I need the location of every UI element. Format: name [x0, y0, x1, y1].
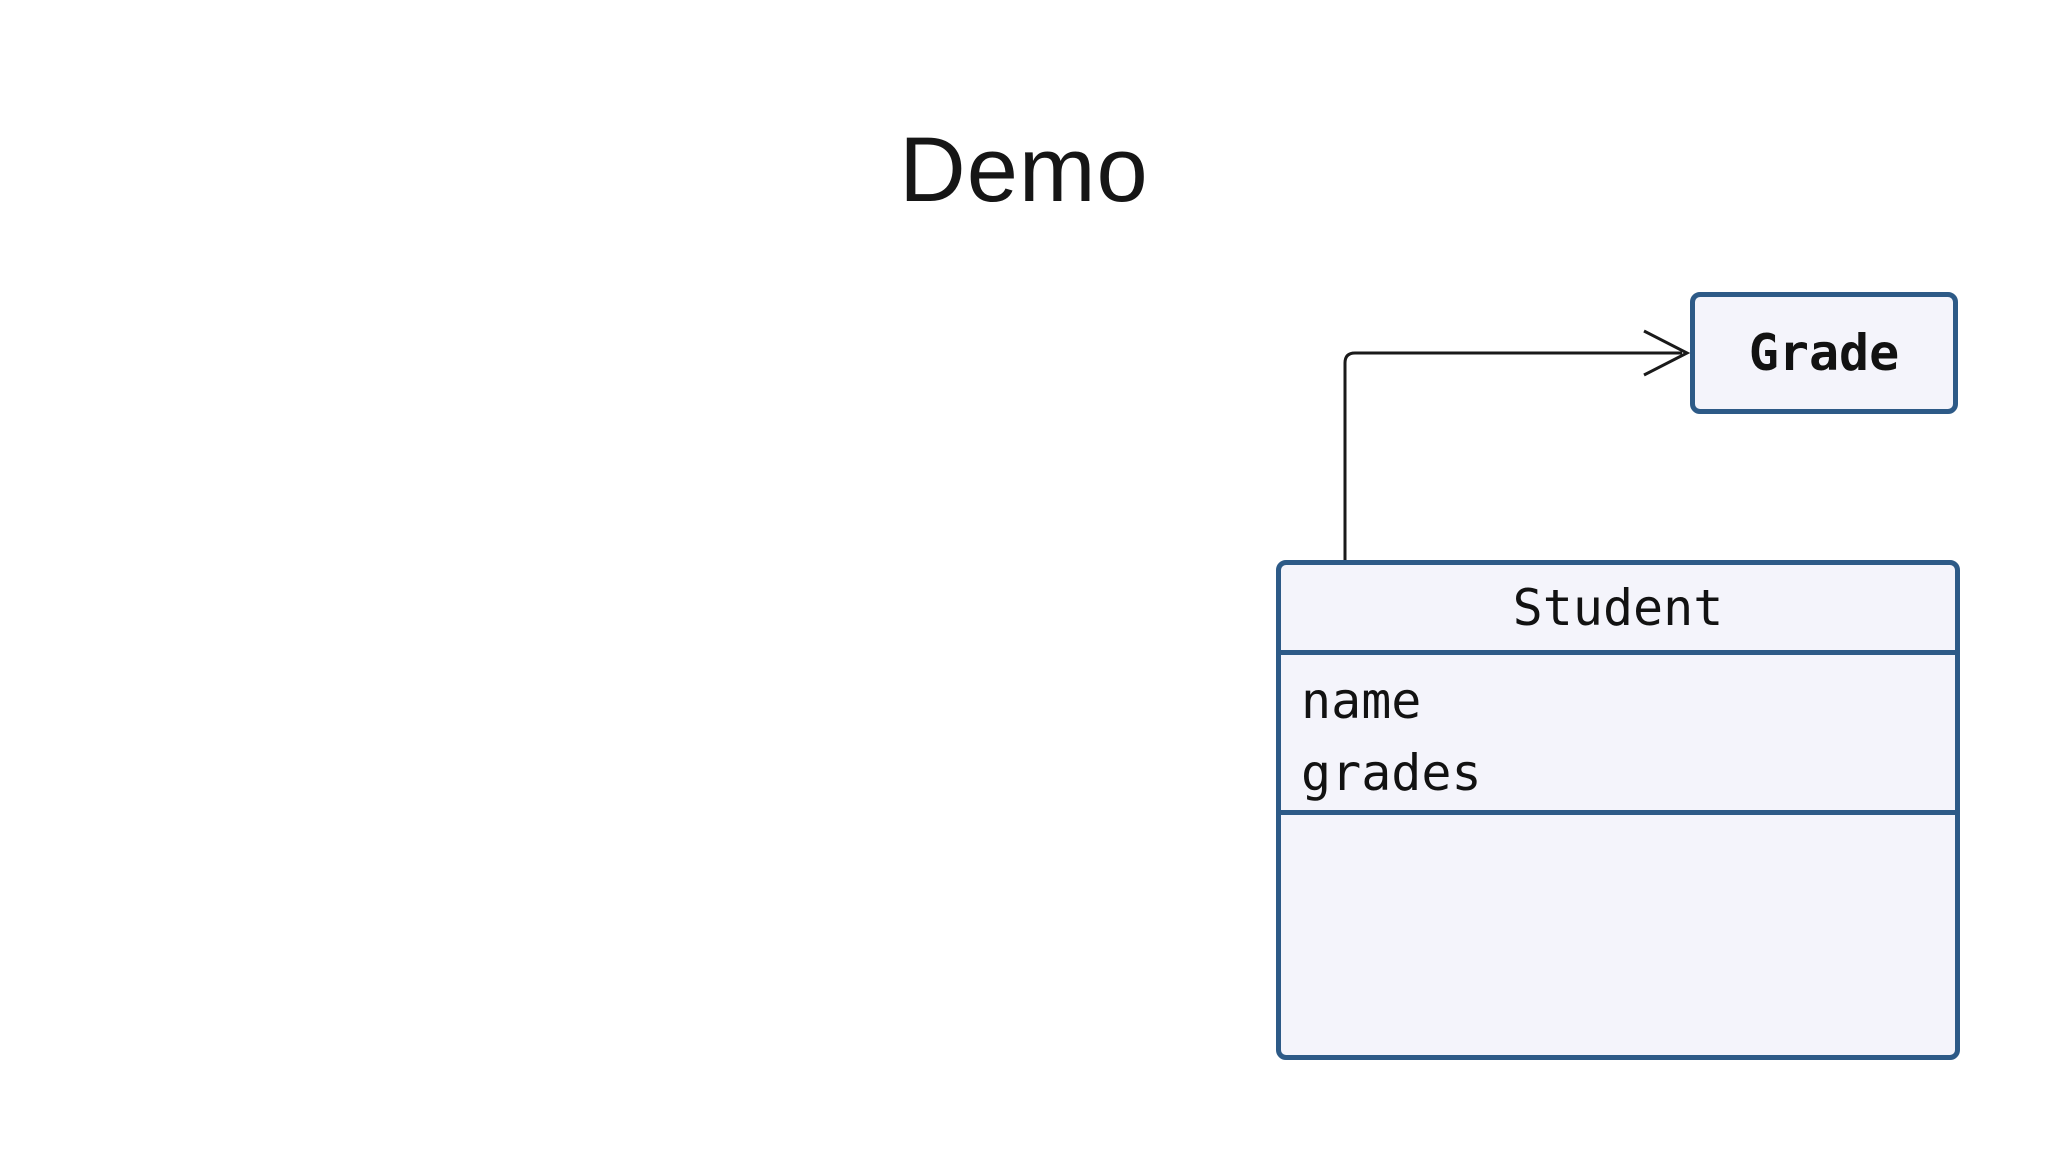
association-arrowhead-icon [1643, 329, 1691, 377]
class-box-student: Student name grades [1276, 560, 1960, 1060]
attribute-grades: grades [1301, 744, 1482, 802]
class-title-grade: Grade [1748, 324, 1900, 382]
class-box-grade: Grade [1690, 292, 1958, 414]
class-title-student: Student [1512, 578, 1724, 637]
class-methods-student [1281, 815, 1955, 1055]
association-arrow-line [1343, 351, 1682, 560]
slide-title: Demo [899, 119, 1149, 221]
class-attributes-student: name grades [1281, 650, 1955, 815]
attribute-name: name [1301, 672, 1422, 730]
